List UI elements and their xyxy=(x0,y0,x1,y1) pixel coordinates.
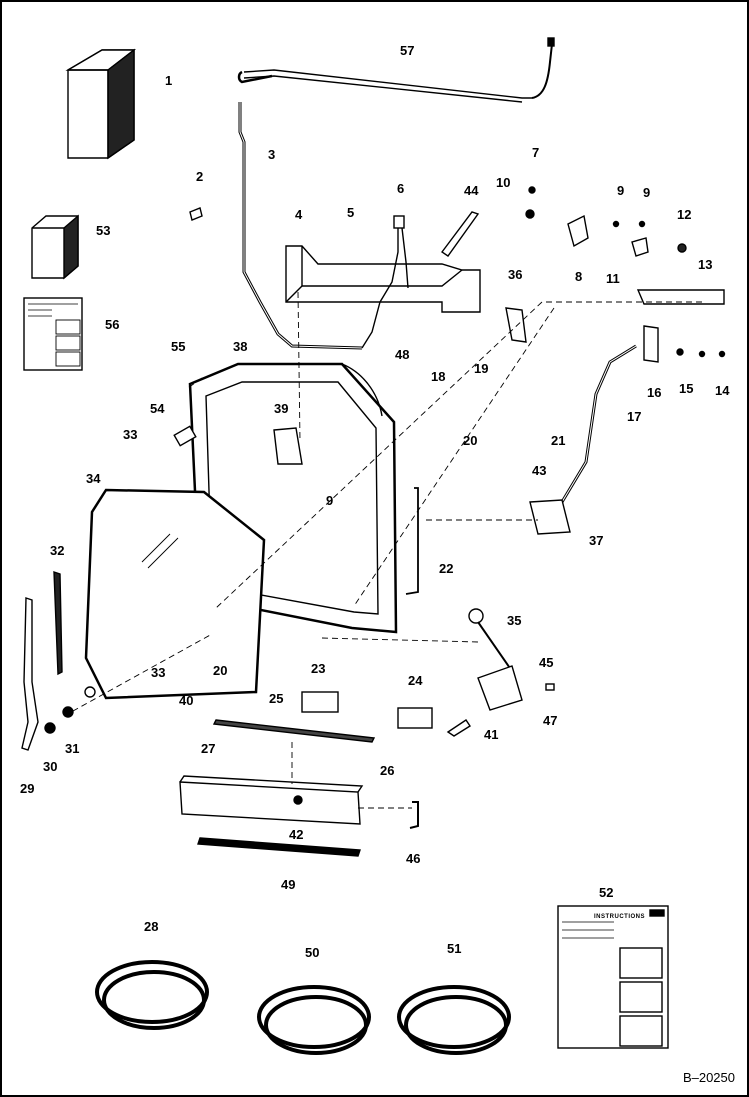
part-number-label: 1 xyxy=(165,73,173,88)
part-number-label: 34 xyxy=(86,471,101,486)
part-number-label: 46 xyxy=(406,851,421,866)
part-number-label: 24 xyxy=(408,673,423,688)
lever-part xyxy=(446,719,471,737)
part-number-label: 54 xyxy=(150,401,165,416)
clip-part xyxy=(409,801,419,829)
part-number-label: 33 xyxy=(123,427,138,442)
decal-heading: INSTRUCTIONS xyxy=(594,914,645,920)
cable-harness-part xyxy=(237,37,555,350)
part-number-label: 31 xyxy=(65,741,80,756)
part-number-label: 36 xyxy=(508,267,523,282)
part-number-label: 6 xyxy=(397,181,405,196)
part-number-label: 47 xyxy=(543,713,558,728)
hinge-part xyxy=(643,325,659,363)
part-number-label: 51 xyxy=(447,941,462,956)
part-number-label: 8 xyxy=(575,269,583,284)
glass-panel-part xyxy=(84,488,266,700)
clip-part xyxy=(189,207,203,221)
handle-part xyxy=(273,427,303,465)
part-number-label: 19 xyxy=(474,361,489,376)
part-number-label: 55 xyxy=(171,339,186,354)
part-number-label: 9 xyxy=(617,183,625,198)
part-number-label: 18 xyxy=(431,369,446,384)
mounting-bracket-part xyxy=(285,245,481,313)
part-number-label: 27 xyxy=(201,741,216,756)
instruction-sheet-part xyxy=(23,297,83,371)
wiper-part xyxy=(21,597,39,751)
part-number-label: 15 xyxy=(679,381,694,396)
part-number-label: 42 xyxy=(289,827,304,842)
part-number-label: 40 xyxy=(179,693,194,708)
knob-part xyxy=(468,608,484,624)
kit-box-part xyxy=(65,48,137,160)
part-number-label: 7 xyxy=(532,145,540,160)
part-number-label: 4 xyxy=(295,207,303,222)
part-number-label: 29 xyxy=(20,781,35,796)
seal-strip-part xyxy=(53,571,63,676)
decal-part xyxy=(397,707,433,729)
part-number-label: 23 xyxy=(311,661,326,676)
part-number-label: 12 xyxy=(677,207,692,222)
striker-part xyxy=(529,499,571,535)
part-number-label: 9 xyxy=(326,493,334,508)
small-box-part xyxy=(31,214,79,280)
part-number-label: 32 xyxy=(50,543,65,558)
decal-part xyxy=(301,691,339,713)
part-number-label: 13 xyxy=(698,257,713,272)
hinge-part xyxy=(505,307,527,343)
part-number-label: 49 xyxy=(281,877,296,892)
part-number-label: 26 xyxy=(380,763,395,778)
part-number-label: 3 xyxy=(268,147,276,162)
part-number-label: 25 xyxy=(269,691,284,706)
part-number-label: 35 xyxy=(507,613,522,628)
sill-plate-part xyxy=(179,775,364,825)
part-number-label: 20 xyxy=(463,433,478,448)
part-number-label: 17 xyxy=(627,409,642,424)
part-number-label: 16 xyxy=(647,385,662,400)
part-number-label: 44 xyxy=(464,183,479,198)
rod-part xyxy=(556,344,637,513)
wiring-harness-part xyxy=(361,215,409,349)
part-number-label: 52 xyxy=(599,885,614,900)
part-number-label: 30 xyxy=(43,759,58,774)
figure-id: B–20250 xyxy=(682,1070,735,1085)
part-number-label: 38 xyxy=(233,339,248,354)
part-number-label: 57 xyxy=(400,43,415,58)
part-number-label: 20 xyxy=(213,663,228,678)
seal-strip-part xyxy=(197,837,361,857)
part-number-label: 50 xyxy=(305,945,320,960)
seal-strip-part xyxy=(212,719,376,743)
part-number-label: 56 xyxy=(105,317,120,332)
part-number-label: 43 xyxy=(532,463,547,478)
part-number-label: 28 xyxy=(144,919,159,934)
part-number-label: 48 xyxy=(395,347,410,362)
instruction-sheet-part xyxy=(557,905,669,1049)
rod-part xyxy=(405,487,419,595)
part-number-label: 11 xyxy=(606,271,620,286)
part-number-label: 45 xyxy=(539,655,554,670)
strap-part xyxy=(440,211,480,257)
part-number-label: 21 xyxy=(551,433,566,448)
latch-assembly-part xyxy=(525,186,725,305)
part-number-label: 14 xyxy=(715,383,730,398)
part-number-label: 5 xyxy=(347,205,355,220)
part-number-label: 22 xyxy=(439,561,454,576)
part-number-label: 10 xyxy=(496,175,511,190)
part-number-label: 33 xyxy=(151,665,166,680)
part-number-label: 53 xyxy=(96,223,111,238)
part-number-label: 39 xyxy=(274,401,289,416)
part-number-label: 2 xyxy=(196,169,204,184)
seal-coil-part xyxy=(95,960,511,1055)
bolt-part xyxy=(173,425,197,447)
part-number-label: 41 xyxy=(484,727,499,742)
part-number-label: 9 xyxy=(643,185,651,200)
latch-plate-part xyxy=(477,665,523,711)
part-number-label: 37 xyxy=(589,533,604,548)
